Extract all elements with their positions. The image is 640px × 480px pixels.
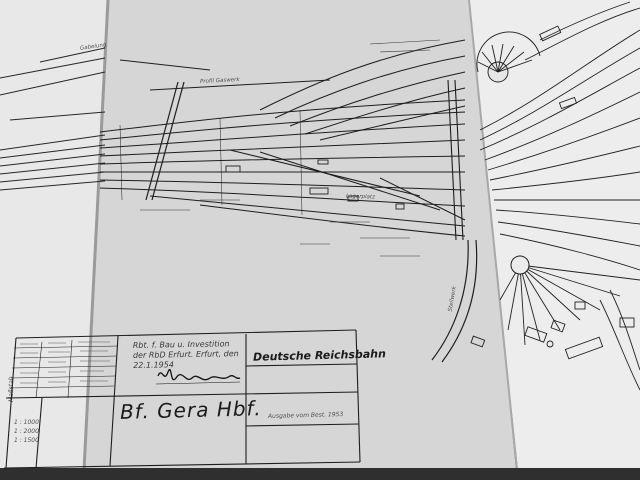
lower-turntable xyxy=(510,255,530,275)
title-block-authority-note: Rbt. f. Bau u. Investition der RbD Erfur… xyxy=(132,339,239,370)
center-paper-panel xyxy=(84,0,516,470)
signature-mark xyxy=(155,369,241,385)
scale-value: 1 : 2000 xyxy=(14,428,39,435)
title-block-scale-label: Maßstab xyxy=(8,376,15,402)
left-paper-panel xyxy=(0,0,110,480)
scale-value: 1 : 1000 xyxy=(14,419,39,426)
right-track-bundle xyxy=(479,1,640,391)
bottom-shadow xyxy=(0,468,640,480)
left-fold-line xyxy=(82,0,110,471)
scale-value: 1 : 1500 xyxy=(14,437,39,444)
right-paper-panel xyxy=(468,0,640,470)
title-block-scales: 1 : 1000 1 : 2000 1 : 1500 xyxy=(14,418,44,445)
plan-label-lower-right: Lagerplatz xyxy=(345,193,376,201)
title-block-station-name: Bf. Gera Hbf. xyxy=(119,396,262,424)
right-buildings xyxy=(524,25,635,360)
title-block-frame xyxy=(3,329,361,469)
title-grid-scribbles xyxy=(20,341,110,384)
right-fold-line xyxy=(468,0,518,471)
upper-turntable xyxy=(476,31,541,83)
center-track-bundle xyxy=(99,39,478,363)
dimension-marks xyxy=(140,39,441,257)
center-buildings xyxy=(225,159,486,348)
left-track-bundle xyxy=(0,47,106,191)
